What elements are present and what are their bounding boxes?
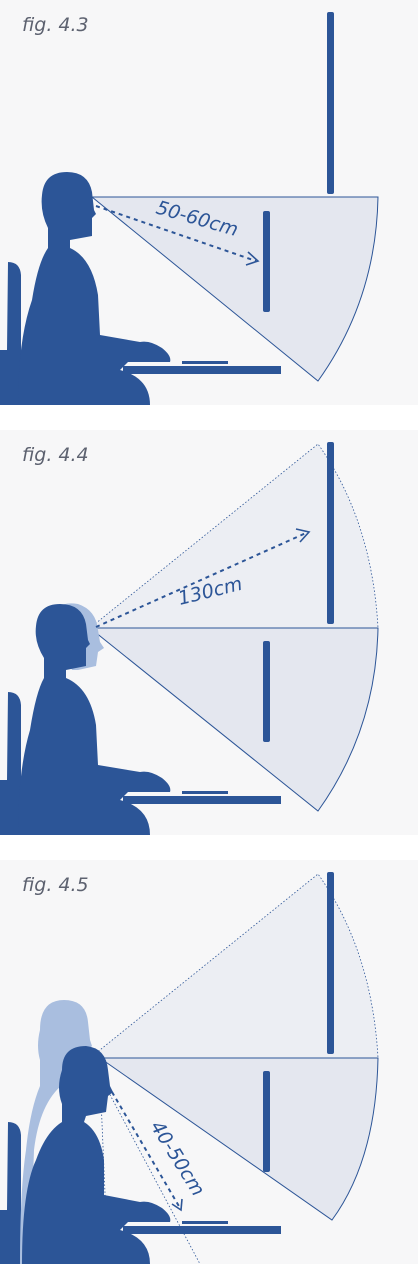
panel-fig-4-4: 130cm fig. 4.4 <box>0 430 418 835</box>
diagram-fig-4-5: 40-50cm <box>0 872 379 1264</box>
viewing-cone <box>90 196 379 382</box>
arrow-head <box>295 528 311 543</box>
monitor-near <box>263 1071 270 1172</box>
keyboard <box>182 791 228 794</box>
chair <box>0 692 21 835</box>
figure-label: fig. 4.3 <box>22 14 89 36</box>
person <box>18 172 171 405</box>
person <box>22 1046 171 1264</box>
viewing-cone-lower <box>98 1057 379 1221</box>
distance-label: 40-50cm <box>146 1117 209 1200</box>
viewing-cone-down <box>99 1075 201 1264</box>
diagram-fig-4-4: 130cm <box>0 442 379 835</box>
distance-arrow <box>111 1091 181 1209</box>
keyboard <box>182 361 228 364</box>
figure-label: fig. 4.5 <box>22 874 89 896</box>
monitor-high <box>327 12 334 194</box>
monitor-near <box>263 641 270 742</box>
viewing-cone-upper <box>88 443 379 629</box>
monitor-high <box>327 442 334 624</box>
chair <box>0 1122 21 1264</box>
arrow-head <box>171 1198 183 1212</box>
desk <box>123 796 281 804</box>
desk <box>123 1226 281 1234</box>
arrow-head <box>245 251 260 266</box>
viewing-cone-lower <box>88 627 379 812</box>
distance-arrow <box>95 532 307 628</box>
desk <box>123 366 281 374</box>
chair <box>0 262 21 405</box>
monitor-near <box>263 211 270 312</box>
figure-label: fig. 4.4 <box>22 444 89 466</box>
diagram-fig-4-3: 50-60cm <box>0 12 379 405</box>
person <box>18 604 171 835</box>
keyboard <box>182 1221 228 1224</box>
viewing-cone-upper <box>88 873 379 1059</box>
monitor-high <box>327 872 334 1054</box>
panel-fig-4-3: 50-60cm fig. 4.3 <box>0 0 418 405</box>
panel-fig-4-5: 40-50cm fig. 4.5 <box>0 860 418 1264</box>
